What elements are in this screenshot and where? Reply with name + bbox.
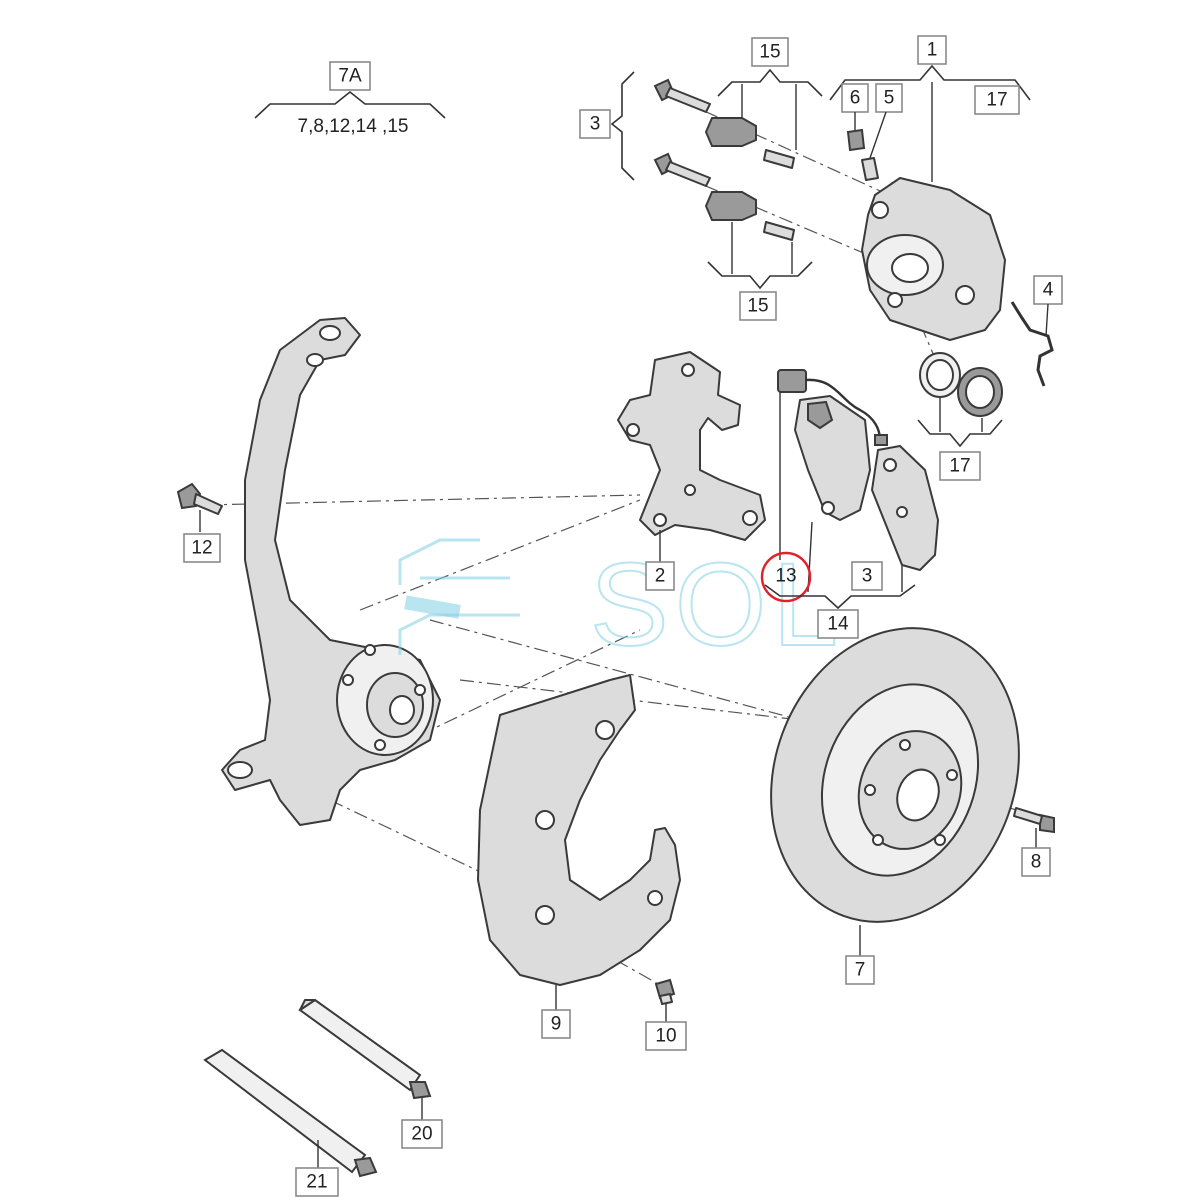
guide-bushings bbox=[704, 117, 795, 241]
callout-3-pad: 3 bbox=[862, 566, 873, 587]
callout-6: 6 bbox=[850, 88, 861, 109]
brace-1: 1 17 bbox=[829, 35, 1031, 182]
grease-tube-21 bbox=[203, 1048, 378, 1178]
callout-box-7a bbox=[329, 61, 371, 91]
knuckle-bolt-12 bbox=[176, 482, 223, 515]
callout-17-top: 17 bbox=[986, 90, 1007, 111]
steering-knuckle bbox=[221, 317, 441, 826]
assembly-axis-lines bbox=[204, 99, 1031, 986]
callout-5-group: 5 bbox=[869, 83, 903, 159]
brake-carrier bbox=[617, 351, 766, 541]
dust-shield bbox=[477, 674, 681, 986]
callout-17-bottom: 17 bbox=[949, 456, 970, 477]
highlight-ring-13 bbox=[760, 551, 812, 603]
callout-20-group: 20 bbox=[401, 1098, 443, 1149]
brace-15-bottom: 15 bbox=[707, 222, 813, 321]
pad-wear-sensor bbox=[777, 369, 888, 446]
callout-15-top: 15 bbox=[759, 42, 780, 63]
brake-caliper bbox=[861, 177, 1006, 341]
disc-screw bbox=[1013, 807, 1055, 834]
callout-6-group: 6 bbox=[841, 83, 869, 130]
callout-3-pad-group: 3 bbox=[851, 561, 903, 592]
grease-tube-20 bbox=[298, 998, 432, 1100]
brace-3: 3 bbox=[579, 71, 635, 181]
guide-bolts bbox=[653, 78, 711, 187]
callout-1: 1 bbox=[927, 40, 938, 61]
callout-8-group: 8 bbox=[1021, 828, 1051, 877]
shield-screw bbox=[654, 978, 676, 1005]
callout-13-group: 13 bbox=[760, 392, 813, 603]
callout-5: 5 bbox=[884, 88, 895, 109]
group-7a-label: 7A bbox=[338, 66, 362, 87]
watermark-text: SOL bbox=[590, 539, 844, 671]
brace-15-top: 15 bbox=[717, 37, 823, 150]
callout-15-bottom: 15 bbox=[747, 296, 768, 317]
sol-watermark: SOL bbox=[398, 538, 844, 672]
callout-4-group: 4 bbox=[1033, 275, 1063, 337]
spring-clip bbox=[1010, 301, 1054, 387]
callout-21: 21 bbox=[306, 1172, 327, 1193]
callout-9-group: 9 bbox=[541, 985, 571, 1039]
callout-8: 8 bbox=[1031, 852, 1042, 873]
callout-12: 12 bbox=[191, 538, 212, 559]
callout-13: 13 bbox=[775, 566, 796, 587]
callout-14: 14 bbox=[827, 614, 849, 635]
callout-2: 2 bbox=[655, 566, 666, 587]
bleed-screw bbox=[846, 128, 879, 181]
brace-14: 14 bbox=[764, 584, 916, 639]
brace-17-bottom: 17 bbox=[917, 398, 1003, 481]
callout-3-top: 3 bbox=[590, 114, 601, 135]
brake-pads bbox=[794, 395, 939, 571]
group-7a: 7A 7,8,12,14 ,15 bbox=[254, 61, 446, 137]
callout-4: 4 bbox=[1043, 280, 1054, 301]
callout-10: 10 bbox=[655, 1026, 676, 1047]
brake-disc bbox=[770, 627, 1020, 923]
callout-12-group: 12 bbox=[183, 510, 221, 563]
callout-7-group: 7 bbox=[845, 925, 875, 985]
group-7a-members: 7,8,12,14 ,15 bbox=[298, 116, 409, 137]
callout-9: 9 bbox=[551, 1014, 562, 1035]
callout-10-group: 10 bbox=[645, 1004, 687, 1051]
callout-21-group: 21 bbox=[295, 1140, 339, 1197]
caliper-seal-kit bbox=[919, 352, 1003, 417]
callout-20: 20 bbox=[411, 1124, 432, 1145]
callout-2-group: 2 bbox=[645, 530, 675, 591]
callout-7: 7 bbox=[855, 960, 866, 981]
